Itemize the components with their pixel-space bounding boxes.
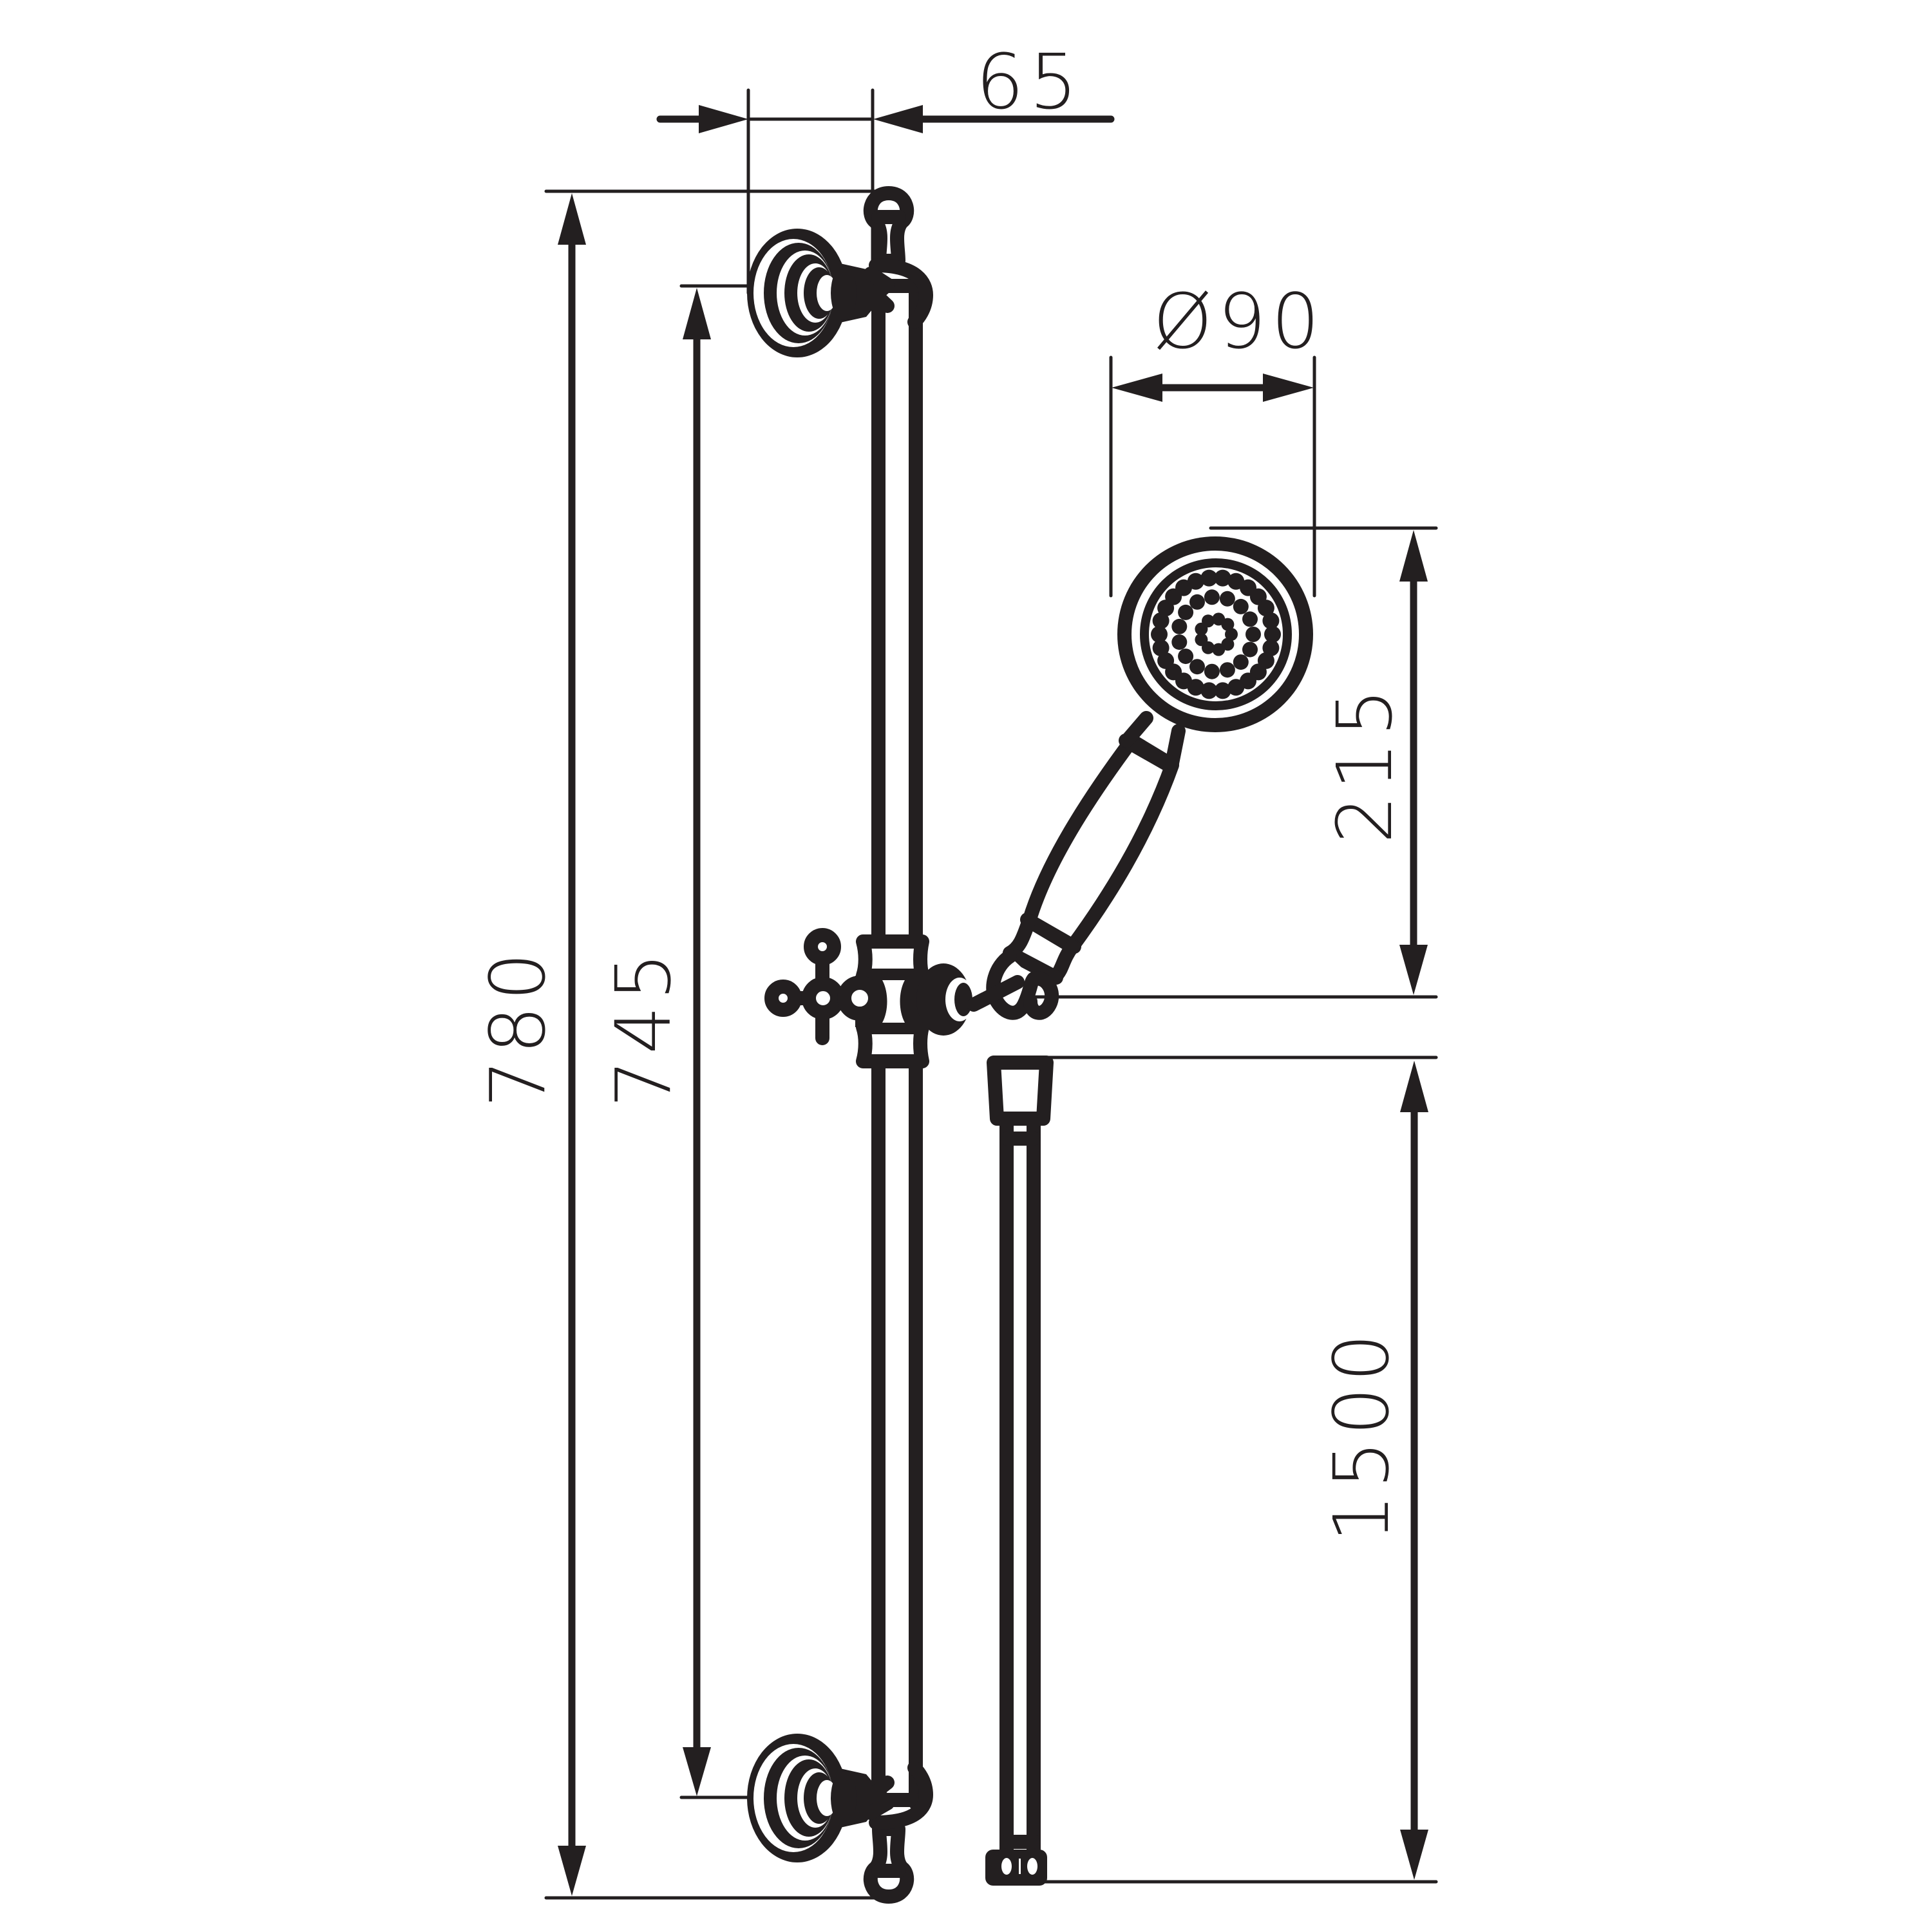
arrow-right-icon <box>699 105 748 133</box>
hose <box>985 1056 1054 1886</box>
arrow-down-icon <box>1399 945 1428 995</box>
dimension-label-65: 65 <box>976 37 1083 126</box>
arrow-down-icon <box>558 1846 586 1896</box>
slider <box>764 928 974 1068</box>
dimension-label-1500: 1500 <box>1317 1329 1406 1542</box>
arrow-right-icon <box>1263 374 1314 402</box>
dimension-1500: 1500 <box>1041 1056 1438 1884</box>
arrow-left-icon <box>873 105 923 133</box>
arrow-up-icon <box>683 288 711 339</box>
arrow-up-icon <box>558 193 586 245</box>
dimension-diameter-90: Ø90 <box>1109 277 1325 598</box>
arrow-down-icon <box>1400 1830 1428 1880</box>
dimension-label-780: 780 <box>473 947 562 1108</box>
dimension-745: 745 <box>599 284 891 1799</box>
top-wall-bracket <box>747 186 933 357</box>
arrow-down-icon <box>683 1747 711 1796</box>
dimension-label-diameter: Ø90 <box>1153 277 1325 366</box>
hand-shower <box>967 536 1313 1020</box>
dimension-215: 215 <box>1028 526 1438 999</box>
dimension-65: 65 <box>656 37 1115 295</box>
cross-knob <box>764 928 882 1045</box>
dimension-780: 780 <box>473 189 891 1900</box>
arrow-up-icon <box>1400 1061 1428 1112</box>
dimension-label-215: 215 <box>1320 683 1409 844</box>
shower-nozzles <box>1151 569 1281 699</box>
dimension-label-745: 745 <box>599 947 688 1108</box>
arrow-up-icon <box>1399 530 1428 582</box>
arrow-left-icon <box>1112 374 1162 402</box>
slide-rail <box>871 279 923 1810</box>
bottom-wall-bracket <box>747 1734 933 1904</box>
